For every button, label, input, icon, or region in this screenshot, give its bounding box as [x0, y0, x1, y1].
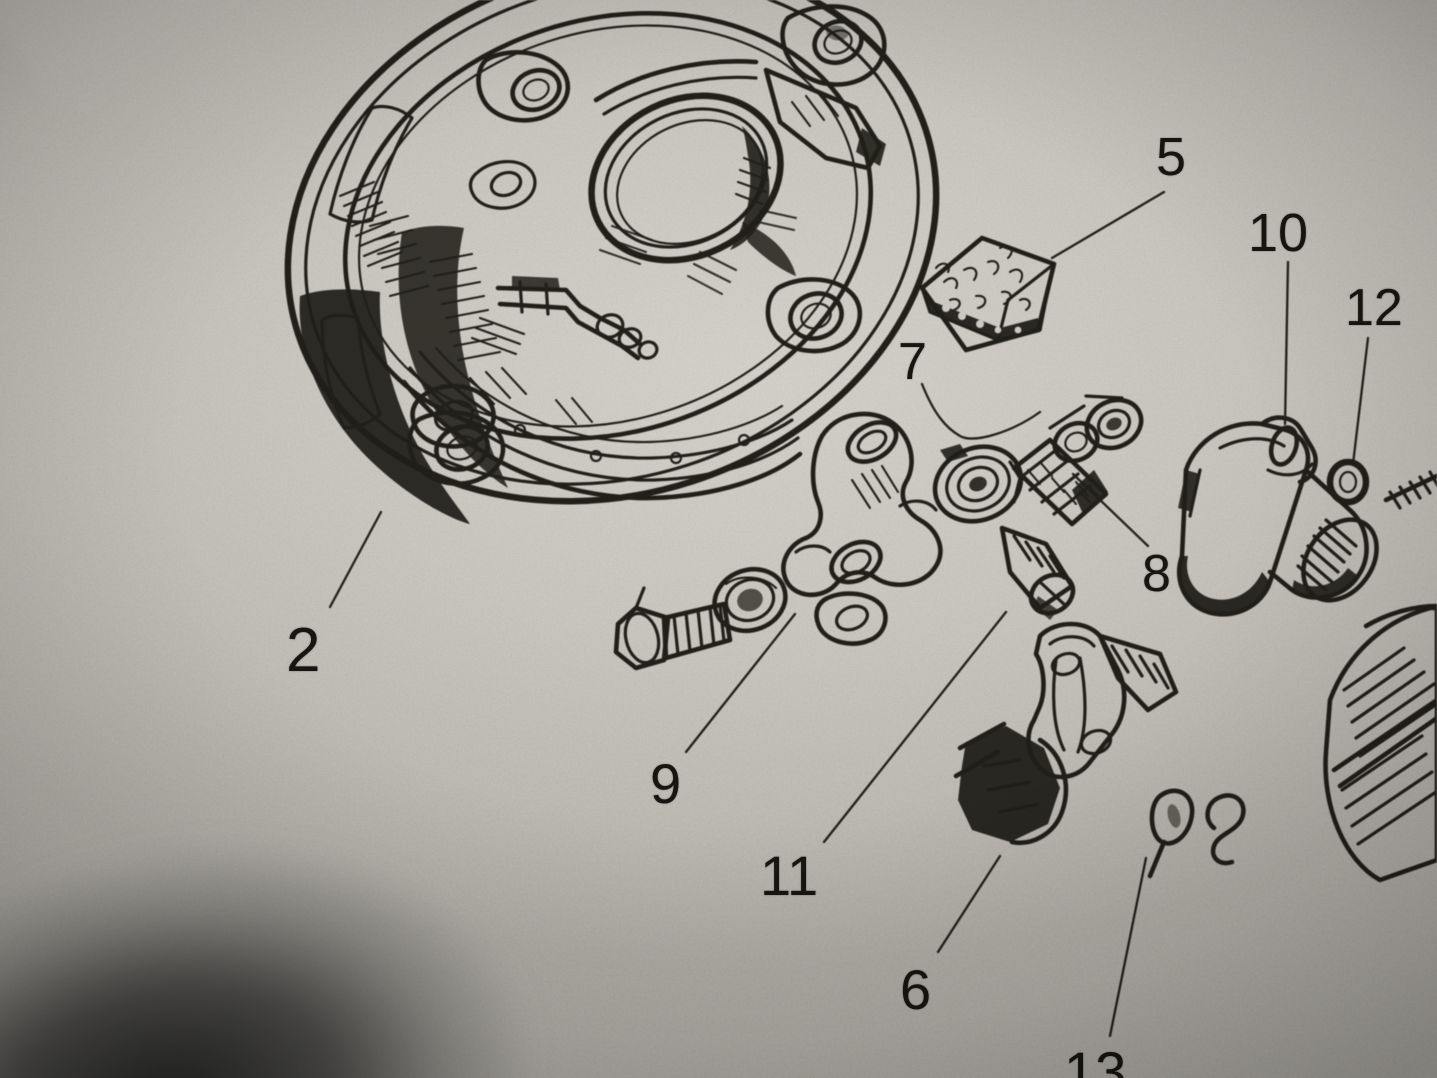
- leader-line-2: [328, 510, 383, 609]
- part-shoe-lever-assembly: [953, 621, 1179, 846]
- callout-number-7: 7: [898, 333, 927, 391]
- part-retaining-screw: [999, 525, 1076, 620]
- part-o-ring-seal: [1326, 458, 1370, 506]
- callout-number-2: 2: [286, 616, 321, 685]
- callout-number-11: 11: [760, 844, 819, 907]
- callout-number-8: 8: [1142, 545, 1171, 603]
- callout-number-12: 12: [1345, 279, 1403, 337]
- callout-number-13: 13: [1064, 1040, 1127, 1078]
- part-bearing-spacer: [932, 444, 1024, 524]
- part-shoe-hold-down-bracket: [781, 411, 943, 646]
- part-edge-brake-shoe: [1323, 603, 1437, 883]
- part-wheel-cylinder: [1176, 415, 1379, 617]
- part-friction-block: [919, 235, 1057, 353]
- leader-line-12: [1351, 336, 1370, 466]
- part-washer: [712, 566, 788, 634]
- leader-line-13: [1108, 856, 1148, 1038]
- part-edge-threaded-screw: [1383, 470, 1437, 510]
- callout-number-5: 5: [1156, 127, 1187, 187]
- leader-line-6: [936, 854, 1002, 954]
- anchor-pin-assembly: [470, 276, 659, 361]
- part-collar-rings: [1048, 394, 1144, 464]
- leader-line-9: [684, 612, 797, 754]
- callout-number-10: 10: [1248, 203, 1309, 263]
- leader-line-10: [1283, 260, 1290, 426]
- callout-number-6: 6: [900, 958, 932, 1021]
- leader-line-5: [1050, 190, 1166, 260]
- leader-line-7: [920, 382, 1042, 440]
- callout-number-9: 9: [650, 752, 682, 815]
- part-return-springs: [1147, 788, 1246, 879]
